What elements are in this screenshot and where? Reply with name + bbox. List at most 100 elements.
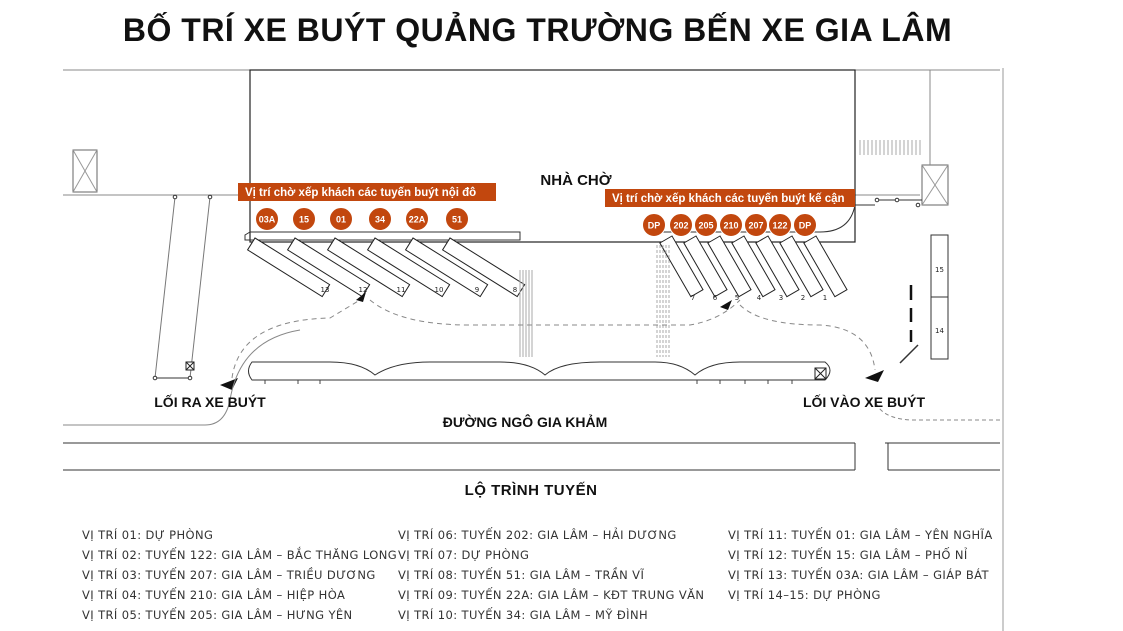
routes-column-1: VỊ TRÍ 01: DỰ PHÒNG VỊ TRÍ 02: TUYẾN 122:… bbox=[82, 525, 397, 625]
route-stop-marker: DP bbox=[642, 213, 666, 237]
crosswalk-center bbox=[519, 270, 533, 357]
stop-label: 205 bbox=[698, 221, 713, 231]
entry-arrow-icon bbox=[865, 370, 884, 382]
route-item: VỊ TRÍ 01: DỰ PHÒNG bbox=[82, 528, 214, 542]
entry-label: LỐI VÀO XE BUÝT bbox=[803, 393, 926, 410]
stop-label: 207 bbox=[748, 221, 763, 231]
inner-stops: 03A 15 01 34 22A 51 bbox=[255, 207, 469, 231]
bay-number: 11 bbox=[397, 286, 406, 294]
route-item: VỊ TRÍ 05: TUYẾN 205: GIA LÂM – HƯNG YÊN bbox=[82, 608, 353, 622]
outer-banner bbox=[605, 189, 855, 207]
bay-number: 7 bbox=[691, 294, 695, 302]
street-label: ĐƯỜNG NGÔ GIA KHẢM bbox=[443, 413, 608, 430]
route-stop-marker: DP bbox=[793, 213, 817, 237]
route-item: VỊ TRÍ 02: TUYẾN 122: GIA LÂM – BẮC THĂN… bbox=[82, 548, 398, 562]
bay-number: 6 bbox=[713, 294, 718, 302]
route-item: VỊ TRÍ 11: TUYẾN 01: GIA LÂM – YÊN NGHĨA bbox=[728, 528, 993, 542]
route-stop-marker: 51 bbox=[445, 207, 469, 231]
route-stop-marker: 207 bbox=[744, 213, 768, 237]
side-bay-15: 15 bbox=[935, 266, 944, 274]
bay-number: 9 bbox=[475, 286, 479, 294]
bay-number: 1 bbox=[823, 294, 827, 302]
bay-slot bbox=[366, 237, 451, 298]
bay-number: 13 bbox=[321, 286, 330, 294]
route-item: VỊ TRÍ 06: TUYẾN 202: GIA LÂM – HẢI DƯƠN… bbox=[398, 528, 677, 542]
stop-label: 202 bbox=[673, 221, 688, 231]
outer-bays: 7 6 5 4 3 2 1 bbox=[659, 235, 848, 302]
bay-number: 5 bbox=[735, 294, 739, 302]
stop-label: 01 bbox=[336, 215, 346, 225]
route-item: VỊ TRÍ 10: TUYẾN 34: GIA LÂM – MỸ ĐÌNH bbox=[398, 608, 648, 622]
route-stop-marker: 122 bbox=[768, 213, 792, 237]
side-bays: 15 14 bbox=[930, 234, 949, 360]
route-stop-marker: 03A bbox=[255, 207, 279, 231]
inner-banner bbox=[238, 183, 496, 201]
bay-slot bbox=[683, 235, 728, 298]
bay-slot bbox=[404, 237, 489, 298]
bay-number: 3 bbox=[779, 294, 783, 302]
bay-slot bbox=[659, 235, 704, 298]
bay-slot bbox=[326, 237, 411, 298]
bay-slot bbox=[246, 237, 331, 298]
route-stop-marker: 01 bbox=[329, 207, 353, 231]
pole-icon bbox=[814, 367, 827, 380]
routes-column-2: VỊ TRÍ 06: TUYẾN 202: GIA LÂM – HẢI DƯƠN… bbox=[398, 525, 704, 625]
route-stop-marker: 22A bbox=[405, 207, 429, 231]
route-stop-marker: 15 bbox=[292, 207, 316, 231]
arrow-icon bbox=[720, 300, 732, 310]
route-stop-marker: 210 bbox=[719, 213, 743, 237]
stop-label: DP bbox=[799, 221, 812, 231]
route-item: VỊ TRÍ 12: TUYẾN 15: GIA LÂM – PHỐ NỈ bbox=[728, 548, 968, 562]
route-stop-marker: 202 bbox=[669, 213, 693, 237]
exit-arrow-icon bbox=[220, 378, 238, 390]
inner-banner-text: Vị trí chờ xếp khách các tuyến buýt nội … bbox=[245, 187, 476, 199]
bay-number: 4 bbox=[757, 294, 762, 302]
crosswalk-top-right bbox=[859, 140, 921, 155]
entry-path bbox=[739, 304, 876, 371]
exit-path bbox=[231, 299, 361, 379]
bay-slot bbox=[441, 237, 526, 298]
page-title: BỐ TRÍ XE BUÝT QUẢNG TRƯỜNG BẾN XE GIA L… bbox=[122, 12, 953, 48]
gate-booth-icon bbox=[185, 361, 195, 371]
circulation-path bbox=[369, 299, 741, 326]
route-item: VỊ TRÍ 07: DỰ PHÒNG bbox=[398, 548, 530, 562]
bay-number: 12 bbox=[359, 286, 368, 294]
routes-heading: LỘ TRÌNH TUYẾN bbox=[464, 482, 598, 499]
bay-number: 2 bbox=[801, 294, 805, 302]
route-item: VỊ TRÍ 13: TUYẾN 03A: GIA LÂM – GIÁP BÁT bbox=[728, 568, 989, 582]
stop-label: 210 bbox=[723, 221, 738, 231]
stop-label: 22A bbox=[409, 215, 426, 225]
routes-column-3: VỊ TRÍ 11: TUYẾN 01: GIA LÂM – YÊN NGHĨA… bbox=[728, 525, 993, 605]
route-item: VỊ TRÍ 08: TUYẾN 51: GIA LÂM – TRẦN VĨ bbox=[398, 568, 645, 582]
stop-label: DP bbox=[648, 221, 661, 231]
exit-label: LỐI RA XE BUÝT bbox=[154, 393, 266, 410]
bay-slot bbox=[755, 235, 800, 298]
bay-number: 8 bbox=[513, 286, 517, 294]
bay-number: 10 bbox=[435, 286, 444, 294]
booth-right-icon bbox=[921, 164, 949, 206]
arrow-icon bbox=[356, 292, 366, 302]
central-island bbox=[248, 361, 831, 381]
crosswalk-right bbox=[656, 245, 670, 357]
route-item: VỊ TRÍ 09: TUYẾN 22A: GIA LÂM – KĐT TRUN… bbox=[398, 588, 705, 602]
booth-left-icon bbox=[72, 149, 98, 193]
inner-bays: 13 12 11 10 9 8 bbox=[246, 237, 526, 298]
bay-slot bbox=[286, 237, 371, 298]
bay-slot bbox=[803, 235, 848, 298]
stop-label: 51 bbox=[452, 215, 462, 225]
route-item: VỊ TRÍ 03: TUYẾN 207: GIA LÂM – TRIỀU DƯ… bbox=[82, 568, 376, 582]
bay-slot bbox=[779, 235, 824, 298]
route-stop-marker: 34 bbox=[368, 207, 392, 231]
bay-slot bbox=[731, 235, 776, 298]
route-item: VỊ TRÍ 14–15: DỰ PHÒNG bbox=[728, 588, 881, 602]
route-item: VỊ TRÍ 04: TUYẾN 210: GIA LÂM – HIỆP HÒA bbox=[82, 588, 346, 602]
stop-label: 122 bbox=[772, 221, 787, 231]
outer-banner-text: Vị trí chờ xếp khách các tuyến buýt kế c… bbox=[612, 193, 845, 205]
stop-label: 15 bbox=[299, 215, 309, 225]
building-label: NHÀ CHỜ bbox=[540, 171, 611, 189]
side-bay-14: 14 bbox=[935, 327, 944, 335]
outer-stops: DP 202 205 210 207 122 DP bbox=[642, 213, 817, 237]
route-stop-marker: 205 bbox=[694, 213, 718, 237]
stop-label: 03A bbox=[259, 215, 276, 225]
